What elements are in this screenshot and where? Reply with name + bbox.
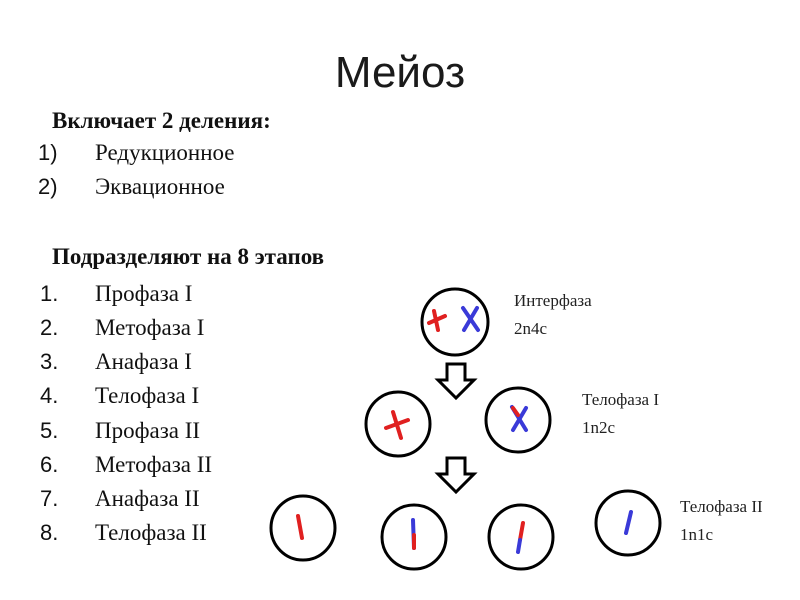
arrow-down-icon xyxy=(434,456,478,495)
label-telophase-2-formula: 1n1c xyxy=(680,525,714,544)
chromosome-red-x xyxy=(427,309,447,332)
list-item-text: Анафаза I xyxy=(95,349,192,374)
list-item-number: 2) xyxy=(38,174,58,199)
label-interphase-name: Интерфаза xyxy=(514,291,592,310)
label-telophase-2-name: Телофаза II xyxy=(680,497,763,516)
divisions-heading: Включает 2 деления: xyxy=(52,108,271,133)
list-item-number: 6. xyxy=(40,452,59,477)
list-item-number: 5. xyxy=(40,418,59,443)
list-item-text: Метофаза II xyxy=(95,452,213,477)
list-item-text: Редукционное xyxy=(95,140,235,165)
cell-telophase-1-left xyxy=(364,390,432,458)
label-telophase-1-formula: 1n2c xyxy=(582,418,616,437)
list-item-number: 7. xyxy=(40,486,59,511)
list-item-text: Эквационное xyxy=(95,174,225,199)
arrow-down-icon xyxy=(434,362,478,401)
list-item-number: 1. xyxy=(40,281,59,306)
stages-heading: Подразделяют на 8 этапов xyxy=(52,244,325,269)
cell-telophase-1-right xyxy=(484,386,552,454)
list-item-number: 2. xyxy=(40,315,59,340)
cell-telophase-2-a xyxy=(269,494,337,562)
list-item-text: Анафаза II xyxy=(95,486,200,511)
list-item-number: 3. xyxy=(40,349,59,374)
label-telophase-1-name: Телофаза I xyxy=(582,390,659,409)
list-item-text: Профаза II xyxy=(95,418,201,443)
list-item-text: Профаза I xyxy=(95,281,193,306)
cell-telophase-2-b xyxy=(380,503,448,571)
page-title: Мейоз xyxy=(334,48,466,97)
chromatid-red xyxy=(296,514,304,540)
cell-interphase xyxy=(420,287,490,357)
chromatid-blue xyxy=(624,510,633,535)
cell-telophase-2-d xyxy=(594,489,662,557)
chromosome-red-x xyxy=(384,410,410,440)
list-item-text: Телофаза II xyxy=(95,520,207,545)
list-item-number: 1) xyxy=(38,140,58,165)
list-item-text: Телофаза I xyxy=(95,383,200,408)
list-item-text: Метофаза I xyxy=(95,315,205,340)
label-interphase-formula: 2n4c xyxy=(514,319,548,338)
chromatid-blue xyxy=(516,538,522,554)
cell-telophase-2-c xyxy=(487,503,555,571)
chromosome-blue-x xyxy=(461,306,480,332)
list-item-number: 4. xyxy=(40,383,59,408)
chromosome-blue-x xyxy=(510,405,528,432)
list-item-number: 8. xyxy=(40,520,59,545)
chromatid-red xyxy=(518,521,525,542)
